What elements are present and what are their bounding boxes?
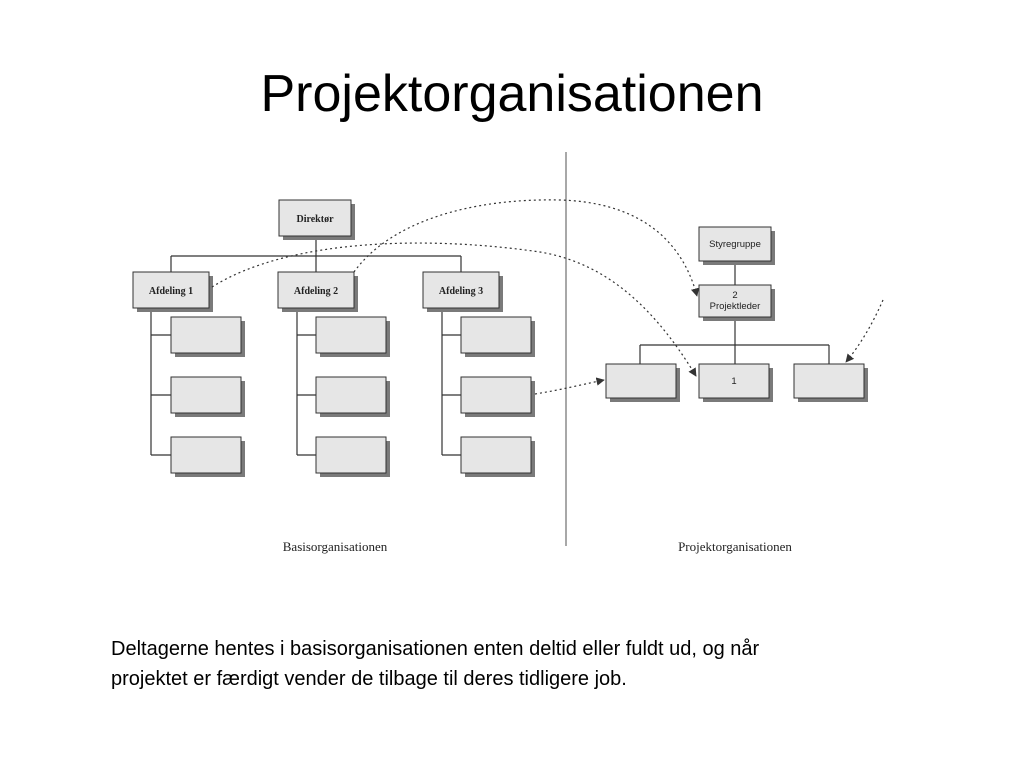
department-3-label: Afdeling 3 [439, 286, 483, 297]
employee-box [315, 376, 390, 417]
employee-box [170, 316, 245, 357]
transfer-arrow [534, 377, 605, 395]
employee-box [315, 316, 390, 357]
employee-box [460, 436, 535, 477]
project-member-box [793, 363, 868, 402]
caption-text: Deltagerne hentes i basisorganisationen … [111, 634, 911, 694]
director-label: Direktør [296, 214, 334, 225]
project-member-box [605, 363, 680, 402]
transfer-arrow [353, 199, 700, 297]
department-1-label: Afdeling 1 [149, 286, 193, 297]
steering-group-label: Styregruppe [709, 239, 761, 250]
employee-box [170, 436, 245, 477]
employee-box [170, 376, 245, 417]
department-box: Afdeling 3 [422, 271, 503, 312]
caption-line-1: Deltagerne hentes i basisorganisationen … [111, 638, 760, 660]
caption-line-2: projektet er færdigt vender de tilbage t… [111, 668, 627, 690]
project-leader-number: 2 [732, 290, 737, 301]
steering-group-box: Styregruppe [698, 226, 775, 265]
projekt-section-label: Projektorganisationen [678, 539, 792, 554]
department-box: Afdeling 1 [132, 271, 213, 312]
basis-section-label: Basisorganisationen [283, 539, 388, 554]
employee-box [315, 436, 390, 477]
employee-box [460, 376, 535, 417]
project-leader-box: 2 Projektleder [698, 284, 775, 321]
project-member-number: 1 [731, 376, 736, 387]
transfer-arrows [211, 199, 884, 395]
project-member-box: 1 [698, 363, 773, 402]
department-box: Afdeling 2 [277, 271, 358, 312]
employee-box [460, 316, 535, 357]
slide-title: Projektorganisationen [260, 65, 764, 123]
director-box: Direktør [278, 199, 355, 240]
projekt-connectors [639, 261, 830, 364]
employee-boxes [170, 316, 535, 477]
department-2-label: Afdeling 2 [294, 286, 338, 297]
transfer-arrow [845, 299, 884, 363]
project-leader-label: Projektleder [710, 301, 761, 312]
basis-connectors [150, 238, 462, 456]
